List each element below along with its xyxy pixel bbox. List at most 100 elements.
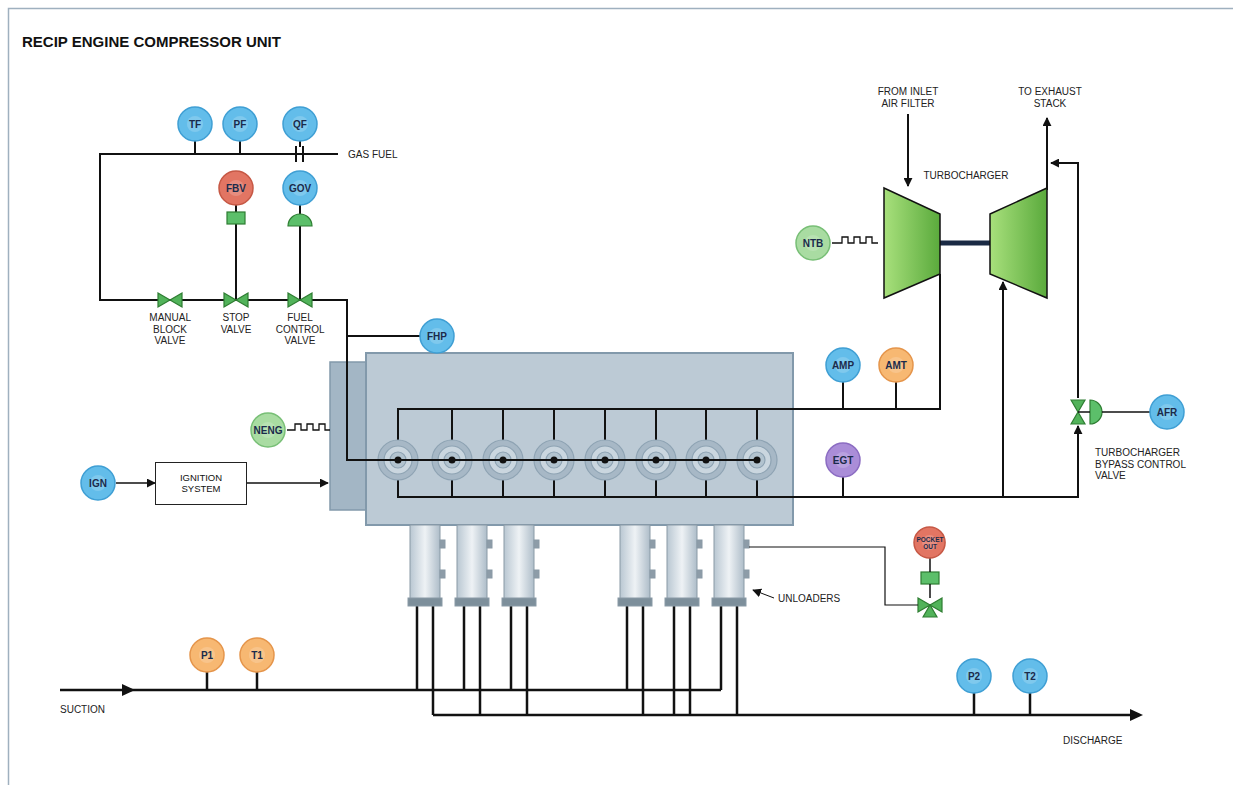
- instrument-tag: AFR: [1157, 407, 1178, 418]
- instrument-tag: POCKET OUT: [916, 536, 943, 550]
- instrument-tag: NTB: [803, 238, 824, 249]
- compressor-cylinder: [502, 598, 536, 606]
- turbocharger-symbol: [884, 188, 1047, 298]
- instrument-bubble: POCKET OUT: [913, 526, 946, 559]
- process-piping: [60, 689, 721, 692]
- exhaust-manifold: [1046, 118, 1048, 190]
- valve-actuator: [227, 212, 245, 224]
- annotation-label: TO EXHAUST STACK: [1014, 86, 1086, 109]
- instrument-tag: FBV: [226, 183, 246, 194]
- bubble-highlight: [90, 475, 106, 491]
- instrument-bubble: QF: [282, 106, 318, 142]
- ignition-feed: [247, 482, 328, 484]
- bubble-outline: [251, 413, 285, 447]
- compressor-cylinder: [487, 570, 492, 578]
- injector-dot: [500, 457, 507, 464]
- compressor-cylinder: [744, 570, 749, 578]
- unloader-line: [749, 547, 918, 605]
- instrument-tag: PF: [234, 119, 247, 130]
- compressor-cylinder: [620, 525, 650, 600]
- instrument-tag: P2: [968, 671, 980, 682]
- annotation-label: GAS FUEL: [348, 149, 397, 161]
- intake-manifold: [398, 274, 940, 440]
- actuator-link: [1078, 411, 1090, 413]
- instrument-tag: AMP: [832, 360, 854, 371]
- bubble-outline: [1150, 395, 1184, 429]
- compressor-cylinder: [697, 540, 702, 548]
- annotation-label: UNLOADERS: [778, 593, 840, 605]
- injector-dot: [395, 457, 402, 464]
- exhaust-manifold: [1051, 163, 1078, 398]
- leader-line: [753, 590, 774, 598]
- injector-dot: [395, 457, 761, 464]
- exhaust-manifold: [398, 426, 1078, 497]
- instrument-tag: T1: [251, 650, 263, 661]
- flow-arrowhead: [122, 684, 1143, 721]
- bubble-outline: [879, 348, 913, 382]
- fuel-gas-line: [100, 124, 757, 460]
- compressor-cylinder: [534, 570, 539, 578]
- compressor-cylinder: [650, 540, 655, 548]
- instrument-bubble: TF: [177, 106, 213, 142]
- compressor-cylinder: [457, 525, 487, 600]
- compressor-cylinder: [410, 525, 440, 600]
- bubble-highlight: [1022, 668, 1038, 684]
- compressor-cylinder: [697, 570, 702, 578]
- process-piping: [60, 606, 1132, 715]
- valve-symbol: [158, 293, 1085, 617]
- instrument-tag: T2: [1024, 671, 1036, 682]
- bubble-outline: [796, 226, 830, 260]
- instrument-tag: TF: [189, 119, 201, 130]
- compressor-cylinder: [408, 525, 749, 606]
- compressor-cylinder: [714, 525, 744, 600]
- bubble-outline: [219, 171, 253, 205]
- ignition-feed: [247, 482, 328, 484]
- bubble-highlight: [187, 116, 203, 132]
- leader-line: [753, 590, 774, 598]
- annotation-label: DISCHARGE: [1063, 735, 1122, 747]
- instrument-bubble: AMP: [825, 347, 861, 383]
- injector-dot: [754, 457, 761, 464]
- instrument-tag: IGN: [89, 478, 107, 489]
- compressor-cylinder: [618, 598, 652, 606]
- annotation-label: STOP VALVE: [221, 312, 252, 335]
- instrument-bubble: AMT: [878, 347, 914, 383]
- engine-block: [366, 353, 793, 525]
- valve-symbol: [224, 293, 248, 307]
- instrument-bubble: AFR: [1149, 394, 1185, 430]
- unloader-line: [749, 547, 918, 605]
- instrument-tag: FHP: [427, 331, 447, 342]
- speed-pulse-signal: [287, 424, 330, 430]
- bubble-outline: [1013, 659, 1047, 693]
- compressor-cylinder: [504, 525, 534, 600]
- instrument-bubble: PF: [222, 106, 258, 142]
- bubble-outline: [826, 443, 860, 477]
- turbocharger-symbol: [940, 241, 990, 246]
- annotation-label: FUEL CONTROL VALVE: [276, 312, 325, 347]
- instrument-bubble: T2: [1012, 658, 1048, 694]
- bubble-outline: [957, 659, 991, 693]
- instrument-bubble: P2: [956, 658, 992, 694]
- bubble-outline: [826, 348, 860, 382]
- valve-actuator: [1090, 400, 1102, 424]
- intake-manifold: [398, 274, 940, 440]
- speed-pulse-signal: [832, 237, 878, 243]
- compressor-cylinder: [455, 598, 489, 606]
- flow-orifice: [296, 146, 303, 162]
- compressor-cylinder: [440, 570, 445, 578]
- instrument-bubble: FHP: [419, 318, 455, 354]
- exhaust-manifold: [907, 114, 909, 186]
- injector-dot: [602, 457, 609, 464]
- instrument-tag: NENG: [254, 425, 283, 436]
- compressor-cylinder: [744, 540, 749, 548]
- instrument-bubble: P1: [189, 637, 225, 673]
- bubble-outline: [283, 171, 317, 205]
- fuel-gas-line: [100, 154, 757, 460]
- flow-orifice: [302, 146, 304, 162]
- instrument-tag: GOV: [289, 183, 311, 194]
- compressor-cylinder: [440, 540, 445, 548]
- speed-pulse-signal: [287, 237, 878, 430]
- annotation-label: TURBOCHARGER: [923, 170, 1008, 182]
- page-frame: [9, 9, 1233, 785]
- instrument-bubble: FBV: [218, 170, 254, 206]
